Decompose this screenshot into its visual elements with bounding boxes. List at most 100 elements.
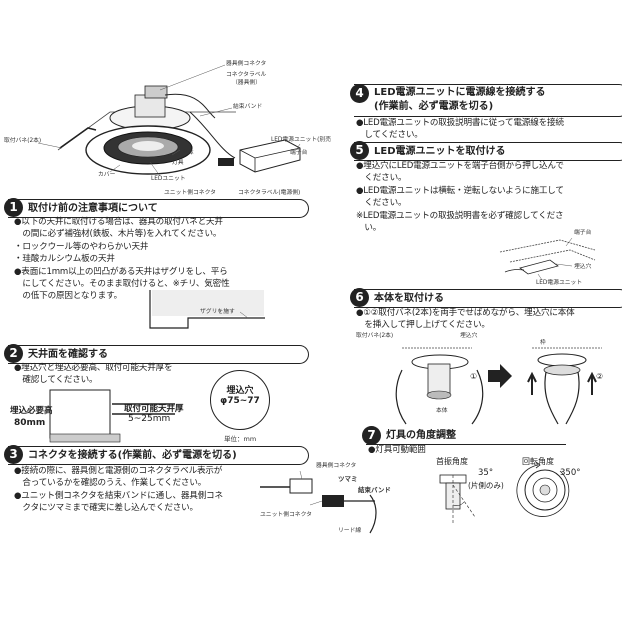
height-value: 80mm [14,418,46,428]
text-line: にしてください。そのまま取付けると、※チリ、気密性 [14,279,230,290]
text-line: を挿入して押し上げてください。 [356,320,490,331]
text-line: ●以下の天井に取付ける場合は、器具の取付バネと天井 [14,217,223,227]
text-line: ・ロックウール等のやわらかい天井 [14,241,149,252]
hole-circle: 埋込穴 φ75~77 [210,370,270,430]
fixture-illustration [37,64,301,177]
text-line: の間に必ず補強材(鉄板、木片等)を入れてください。 [14,229,222,240]
angle-diagram [439,461,570,523]
label-step1: ① [470,372,478,381]
section-1-body: ●以下の天井に取付ける場合は、器具の取付バネと天井 の間に必ず補強材(鉄板、木片… [14,216,230,303]
connector-diagram [260,470,377,534]
section-4-title-line1: LED電源ユニットに電源線を接続する [374,87,546,98]
text-line: ●LED電源ユニットは横転・逆転しないように施工して [356,185,564,196]
rotate-label: 回転角度 [522,457,554,466]
section-6-title: 本体を取付ける [374,293,444,304]
label-step2: ② [596,372,604,381]
label-band: 結束バンド [233,104,263,110]
section-3-header: コネクタを接続する(作業前、必ず電源を切る) [8,446,309,465]
section-2-title: 天井面を確認する [28,349,108,360]
label-connector-label: コネクタラベル [226,72,267,78]
rotate-value: 350° [560,468,581,478]
unit-note: 単位：mm [224,435,257,443]
section-5-title: LED電源ユニットを取付ける [374,146,506,157]
section-3-body: ●接続の際に、器具側と電源側のコネクタラベル表示が 合っているかを確認のうえ、作… [14,465,223,515]
section-7-header: 灯具の角度調整 [366,427,566,445]
label-unit: LED電源ユニット [536,280,583,286]
text-line: ※LED電源ユニットの取扱説明書を必ず確認してくださ [356,210,564,221]
section-7-title: 灯具の角度調整 [386,430,456,441]
text-line: ●LED電源ユニットの取扱説明書に従って電源線を接続 [356,118,564,128]
label-terminal: 端子台 [574,230,592,236]
label-power-unit: LED電源ユニット(別売 [271,137,331,143]
text-line: ください。 [356,198,407,209]
label-hole: 埋込穴 [574,264,592,270]
section-3-title: コネクタを接続する(作業前、必ず電源を切る) [28,450,237,461]
tilt-value: 35° [478,468,494,478]
text-line: ●ユニット側コネクタを結束バンドに通し、器具側コネ [14,490,223,501]
section-2-body: ●埋込穴と埋込必要高、取付可能天井厚を 確認してください。 [14,362,173,387]
text-line: ●埋込穴と埋込必要高、取付可能天井厚を [14,363,173,373]
label-band: 結束バンド [358,486,391,494]
section-4-body: ●LED電源ユニットの取扱説明書に従って電源線を接続 してください。 [356,117,564,142]
text-line: い。 [356,223,382,234]
hole-label: 埋込穴 [226,386,254,396]
text-line: ●灯具可動範囲 [368,445,426,455]
text-line: 合っているかを確認のうえ、作業してください。 [14,478,207,489]
label-connector-label-power: コネクタラベル(電源側) [238,190,301,196]
section-1-title: 取付け前の注意事項について [28,203,158,214]
text-line: ●表面に1mm以上の凹凸がある天井はザグリをし、平ら [14,266,228,277]
section-7-number: 7 [362,426,381,445]
label-connector-label-sub: （器具側） [232,80,261,86]
section-6-body: ●①②取付バネ(2本)を両手でせばめながら、埋込穴に本体 を挿入して押し上げてく… [356,307,575,332]
label-unit-connector: ユニット側コネクタ [164,190,216,196]
section-5-header: LED電源ユニットを取付ける [354,142,622,161]
text-line: ●①②取付バネ(2本)を両手でせばめながら、埋込穴に本体 [356,308,575,318]
label-cover: カバー [98,172,116,178]
label-spring: 取付バネ(2本) [4,138,42,144]
section-5-number: 5 [350,141,369,160]
label-device-connector: 器具側コネクタ [316,463,357,469]
label-terminal: 端子台 [290,150,308,156]
zaguri-diagram [149,290,265,329]
label-frame: 枠 [540,340,546,346]
text-line: ●接続の際に、器具側と電源側のコネクタラベル表示が [14,466,223,476]
text-line: ・珪酸カルシウム板の天井 [14,254,115,265]
text-line: してください。 [356,130,423,141]
thick-label: 取付可能天井厚 [124,404,184,414]
text-line: クタにツマミまで確実に差し込んでください。 [14,503,198,514]
hole-value: φ75~77 [220,396,260,406]
label-lead: リード線 [338,528,362,534]
label-knob: ツマミ [338,475,358,483]
section-4-header: LED電源ユニットに電源線を接続する (作業前、必ず電源を切る) [354,84,622,117]
label-spring: 取付バネ(2本) [356,333,394,339]
power-unit-install-diagram [499,237,596,281]
section-2-number: 2 [4,344,23,363]
section-6-header: 本体を取付ける [354,289,622,308]
section-1-header: 取付け前の注意事項について [8,199,309,218]
height-label: 埋込必要高 [10,406,53,416]
label-connector-device: 器具側コネクタ [226,61,267,67]
ceiling-section-diagram [49,389,175,443]
section-6-number: 6 [350,288,369,307]
section-5-body: ●埋込穴にLED電源ユニットを端子台側から押し込んで ください。 ●LED電源ユ… [356,160,564,234]
section-4-title-line2: (作業前、必ず電源を切る) [374,101,494,112]
section-2-header: 天井面を確認する [8,345,309,364]
zaguri-label: ザグリを施す [200,309,235,315]
body-install-diagram [395,347,602,425]
section-1-number: 1 [4,198,23,217]
section-3-number: 3 [4,445,23,464]
section-4-number: 4 [350,84,369,103]
section-7-body: ●灯具可動範囲 [368,444,426,456]
label-fixture: 灯具 [172,160,184,166]
label-hole: 埋込穴 [460,333,478,339]
text-line: ください。 [356,173,407,184]
text-line: 確認してください。 [14,375,98,386]
text-line: ●埋込穴にLED電源ユニットを端子台側から押し込んで [356,161,564,171]
label-body: 本体 [436,408,448,414]
label-led-unit: LEDユニット [151,176,186,182]
tilt-label: 首振角度 [436,457,468,466]
label-body: 本体 [182,150,194,156]
tilt-note: (片側のみ) [468,481,504,490]
text-line: の低下の原因となります。 [14,291,123,302]
thick-value: 5~25mm [128,414,171,424]
